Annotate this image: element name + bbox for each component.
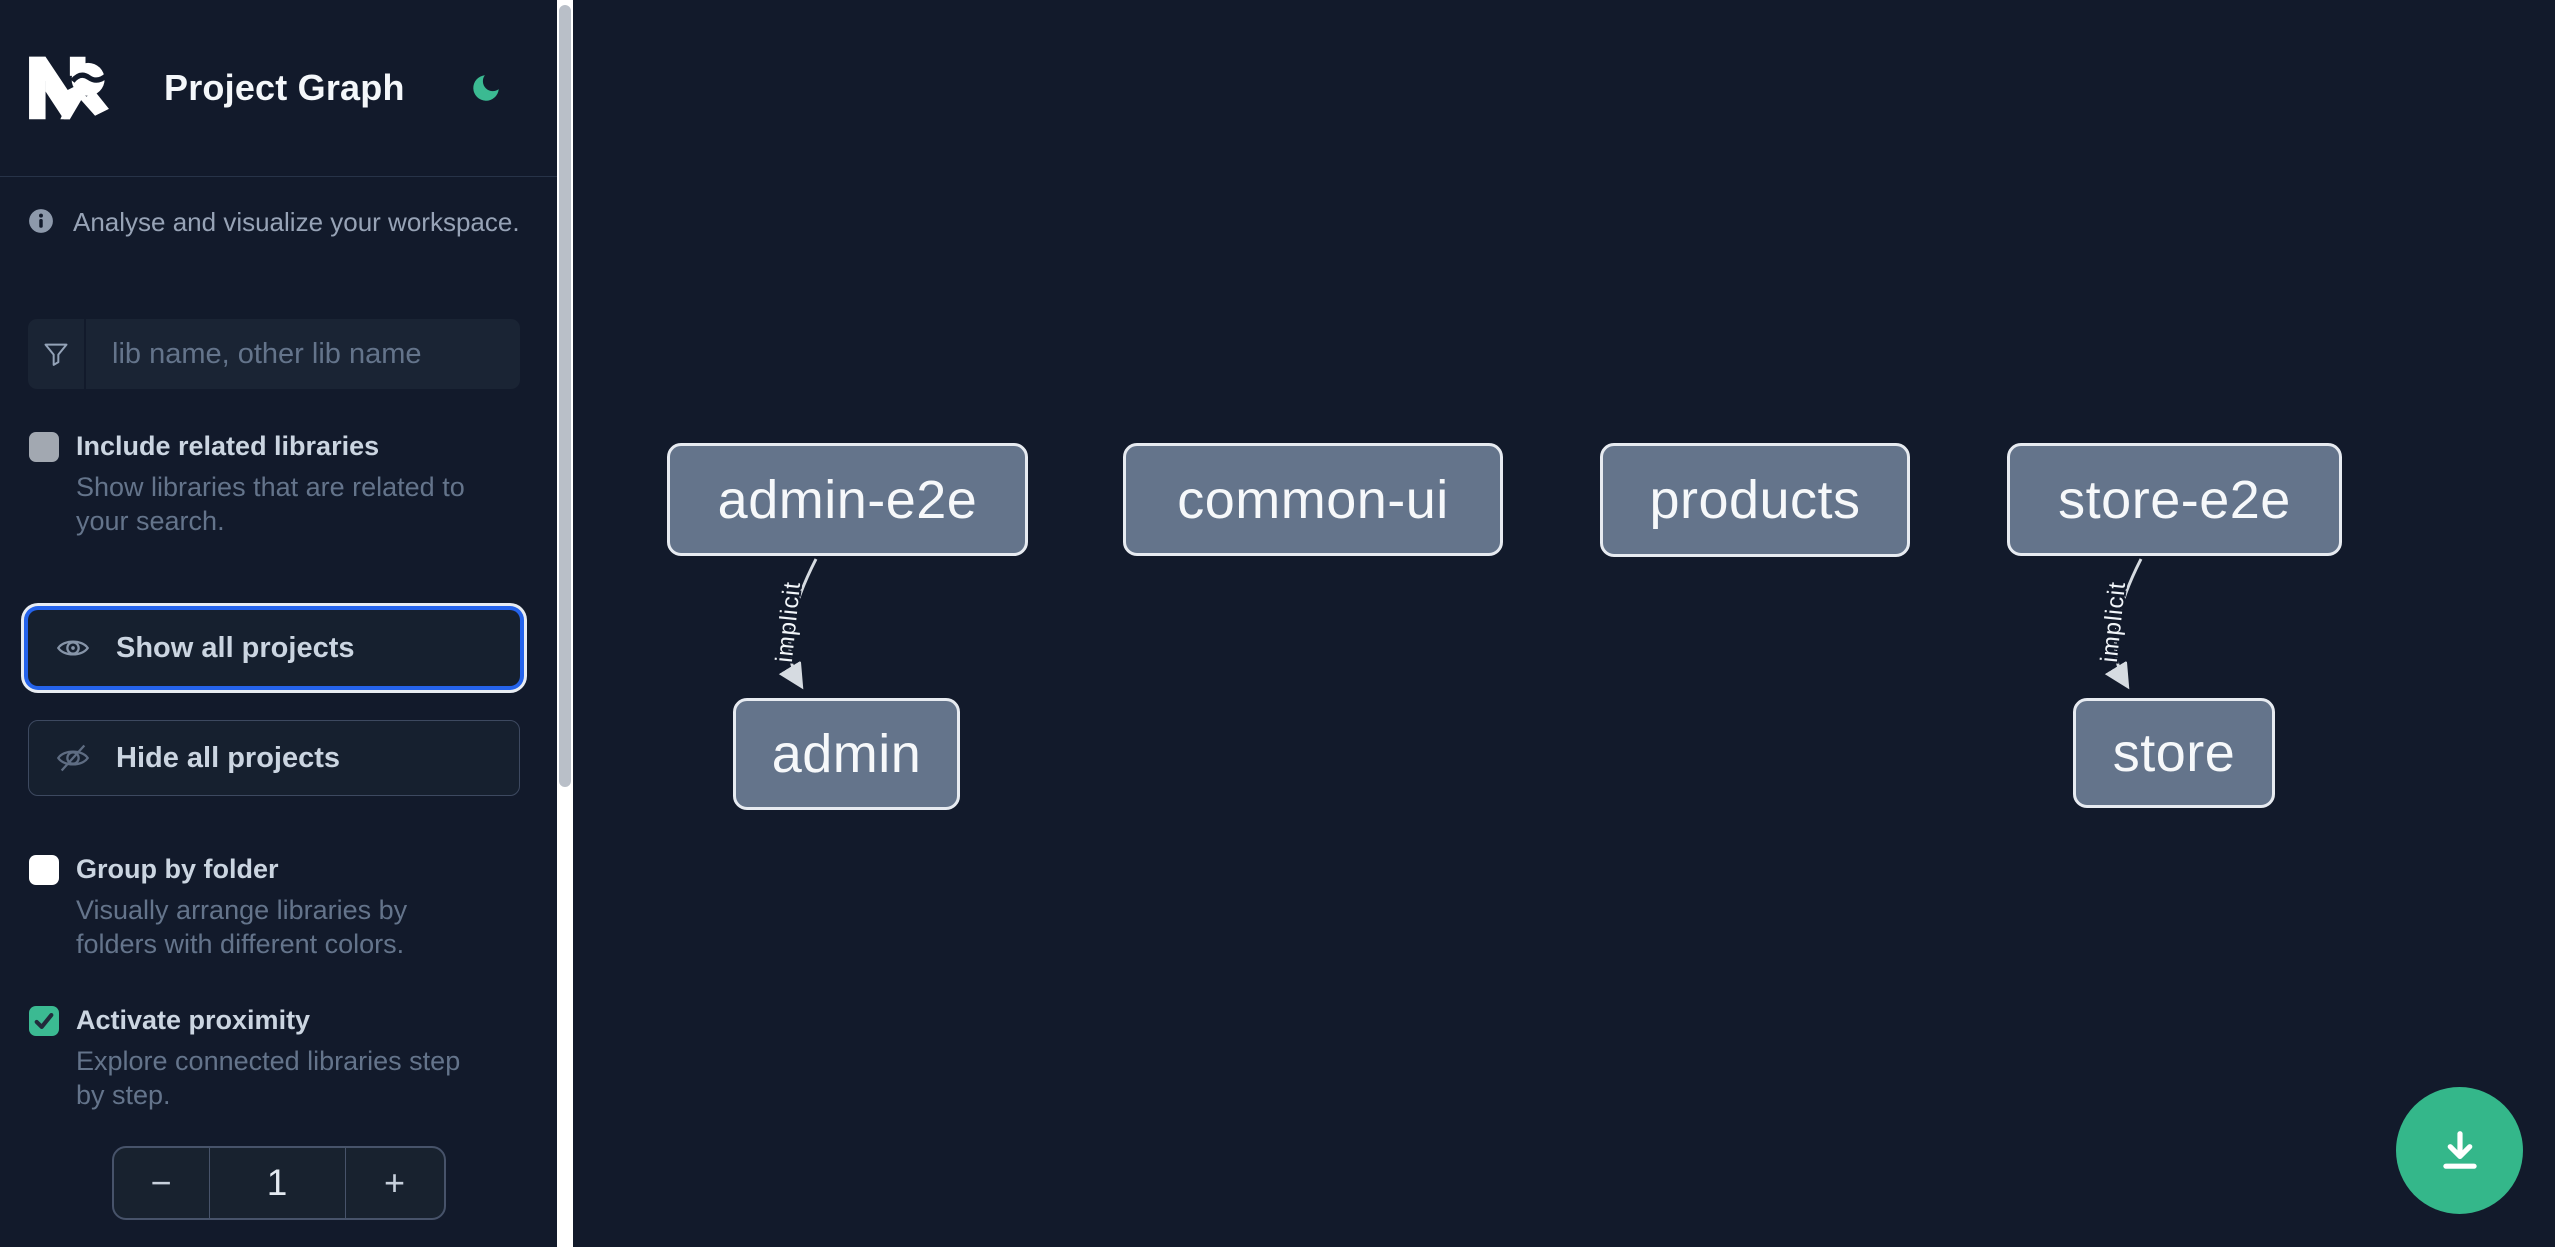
show-all-projects-label: Show all projects bbox=[116, 631, 355, 664]
sidebar-scrollbar bbox=[557, 0, 573, 1247]
proximity-depth-stepper: − 1 + bbox=[111, 1146, 446, 1220]
page-title: Project Graph bbox=[164, 67, 405, 108]
toggle-activate-proximity: Activate proximity Explore connected lib… bbox=[29, 1005, 528, 1112]
graph-node-products[interactable]: products bbox=[1600, 443, 1910, 557]
graph-node-admin[interactable]: admin bbox=[733, 698, 960, 810]
hide-all-projects-label: Hide all projects bbox=[116, 741, 341, 774]
info-icon bbox=[29, 209, 53, 233]
hide-all-projects-button[interactable]: Hide all projects bbox=[28, 720, 520, 796]
edge-store-e2e-store bbox=[2115, 558, 2143, 684]
eye-off-icon bbox=[56, 744, 90, 772]
eye-icon bbox=[56, 640, 90, 656]
activate-proximity-label: Activate proximity bbox=[76, 1005, 311, 1035]
sidebar-header: Project Graph bbox=[0, 0, 557, 177]
include-related-description: Show libraries that are related to your … bbox=[76, 472, 465, 536]
search-input[interactable] bbox=[86, 319, 520, 389]
toggle-group-by-folder: Group by folder Visually arrange librari… bbox=[29, 854, 528, 961]
filter-funnel-icon bbox=[28, 319, 86, 389]
dark-mode-moon-icon[interactable] bbox=[469, 71, 503, 105]
group-by-folder-checkbox[interactable] bbox=[29, 854, 59, 885]
edge-admin-e2e-admin bbox=[790, 558, 818, 684]
toggle-include-related: Include related libraries Show libraries… bbox=[29, 431, 528, 538]
graph-canvas[interactable]: admin-e2e common-ui products store-e2e a… bbox=[573, 0, 2555, 1247]
workspace-info: Analyse and visualize your workspace. bbox=[28, 207, 528, 237]
info-text: Analyse and visualize your workspace. bbox=[73, 207, 520, 237]
graph-node-admin-e2e[interactable]: admin-e2e bbox=[667, 443, 1028, 556]
graph-node-store-e2e[interactable]: store-e2e bbox=[2007, 443, 2342, 556]
download-graph-button[interactable] bbox=[2396, 1087, 2523, 1214]
group-by-folder-label: Group by folder bbox=[76, 854, 279, 884]
nx-logo bbox=[29, 56, 109, 120]
graph-node-store[interactable]: store bbox=[2073, 698, 2275, 808]
download-icon bbox=[2442, 1130, 2477, 1169]
sidebar-scrollbar-thumb[interactable] bbox=[559, 5, 571, 787]
graph-edges bbox=[573, 558, 2143, 1247]
graph-node-common-ui[interactable]: common-ui bbox=[1123, 443, 1503, 556]
group-by-folder-description: Visually arrange libraries by folders wi… bbox=[76, 895, 408, 959]
stepper-value: 1 bbox=[266, 1162, 288, 1203]
include-related-label: Include related libraries bbox=[76, 431, 380, 461]
stepper-increment-button[interactable]: + bbox=[344, 1148, 444, 1218]
activate-proximity-description: Explore connected libraries step by step… bbox=[76, 1046, 461, 1110]
include-related-checkbox[interactable] bbox=[29, 431, 59, 462]
show-all-projects-button[interactable]: Show all projects bbox=[28, 610, 520, 686]
stepper-decrement-button[interactable]: − bbox=[114, 1148, 210, 1218]
search-box bbox=[28, 319, 520, 389]
activate-proximity-checkbox[interactable] bbox=[29, 1005, 59, 1036]
sidebar: Project Graph Analyse and visualize your… bbox=[0, 0, 573, 1247]
checkmark-icon bbox=[34, 1012, 54, 1029]
